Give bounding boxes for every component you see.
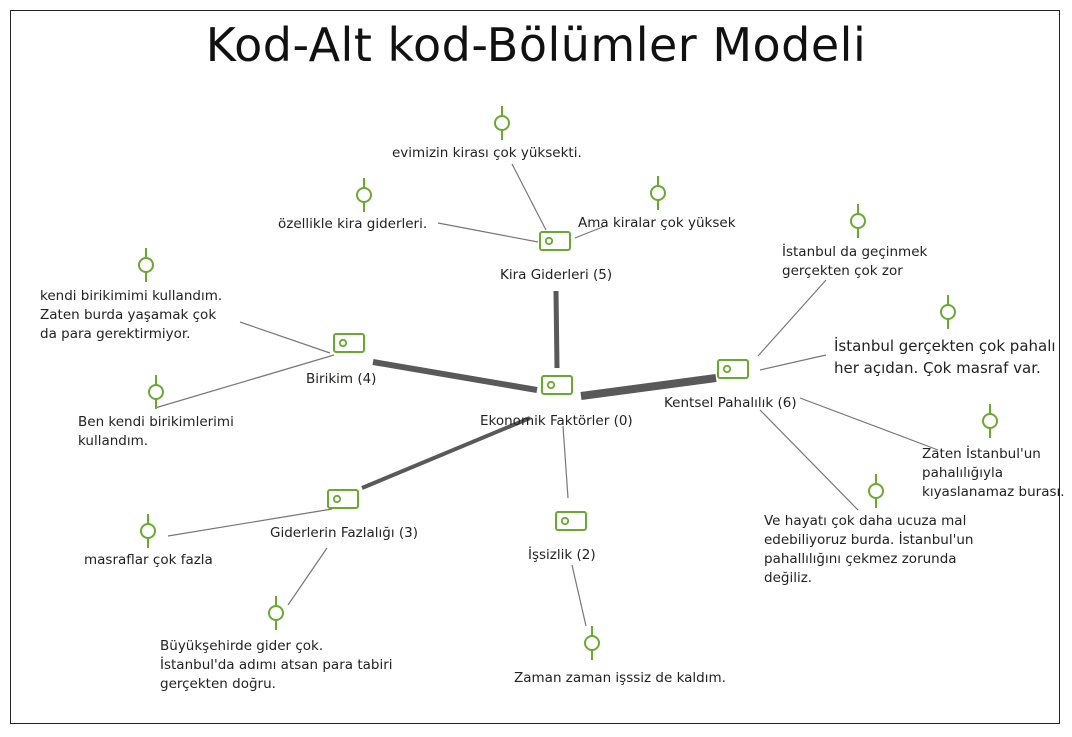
link-giderler-q2	[287, 547, 328, 606]
quote-birikim-2: Ben kendi birikimlerimi kullandım.	[78, 414, 234, 449]
link-kentsel-q1	[757, 279, 827, 357]
code-label-kentsel-pahalilik[interactable]: Kentsel Pahalılık (6)	[664, 395, 797, 411]
quote-giderler-1: masraflar çok fazla	[84, 552, 213, 568]
quote-kentsel-1: İstanbul da geçinmek gerçekten çok zor	[782, 244, 928, 279]
diagram-frame	[10, 10, 1060, 724]
quote-kira-3: Ama kiralar çok yüksek	[578, 215, 736, 231]
diagram-title: Kod-Alt kod-Bölümler Modeli	[205, 18, 867, 72]
quote-links	[154, 163, 939, 627]
code-tag-icon[interactable]	[717, 359, 749, 379]
link-center-issizlik	[562, 425, 569, 499]
quote-kentsel-2: İstanbul gerçekten çok pahalı her açıdan…	[834, 337, 1056, 377]
code-label-kira-giderleri[interactable]: Kira Giderleri (5)	[500, 267, 613, 283]
code-label-ekonomik-faktorler[interactable]: Ekonomik Faktörler (0)	[480, 413, 633, 429]
link-kentsel-q3	[799, 397, 939, 451]
link-center-kira	[553, 290, 560, 369]
link-center-giderler	[361, 416, 531, 490]
code-tag-icon[interactable]	[333, 333, 365, 353]
quote-giderler-2: Büyükşehirde gider çok. İstanbul'da adım…	[160, 638, 393, 692]
code-tag-icon[interactable]	[327, 489, 359, 509]
quotation-icon[interactable]	[940, 295, 956, 329]
code-label-issizlik[interactable]: İşsizlik (2)	[528, 547, 596, 563]
link-kentsel-q4	[759, 409, 859, 511]
link-birikim-q1	[239, 321, 331, 354]
quotation-icon[interactable]	[494, 106, 510, 140]
code-label-giderlerin-fazlaligi[interactable]: Giderlerin Fazlalığı (3)	[270, 525, 418, 541]
quotation-icon[interactable]	[650, 176, 666, 210]
quotation-icon[interactable]	[138, 248, 154, 282]
link-center-kentsel	[580, 374, 717, 400]
quotation-icon[interactable]	[356, 178, 372, 212]
quotation-icon[interactable]	[148, 375, 164, 409]
quotation-icon[interactable]	[868, 474, 884, 508]
link-kira-q1	[511, 163, 547, 231]
quote-kentsel-4: Ve hayatı çok daha ucuza mal edebiliyoru…	[764, 513, 974, 586]
code-tag-icon[interactable]	[541, 375, 573, 395]
code-tag-icon[interactable]	[539, 231, 571, 251]
quote-birikim-1: kendi birikimimi kullandım. Zaten burda …	[40, 288, 223, 342]
quote-kentsel-3: Zaten İstanbul'un pahalılığıyla kıyaslan…	[922, 446, 1065, 500]
quotation-icon[interactable]	[140, 514, 156, 548]
quote-kira-2: özellikle kira giderleri.	[278, 216, 428, 232]
link-birikim-q2	[154, 354, 335, 409]
quote-issizlik-1: Zaman zaman işssiz de kaldım.	[514, 670, 726, 686]
link-giderler-q1	[167, 508, 333, 537]
code-tag-icon[interactable]	[555, 511, 587, 531]
link-kentsel-q2	[759, 354, 827, 371]
quotation-icon[interactable]	[982, 404, 998, 438]
quotation-icon[interactable]	[584, 626, 600, 660]
link-center-birikim	[372, 359, 538, 393]
link-kira-q3	[574, 225, 606, 239]
quotation-icon[interactable]	[268, 596, 284, 630]
code-links	[361, 290, 717, 499]
code-label-birikim[interactable]: Birikim (4)	[306, 371, 377, 387]
quote-kira-1: evimizin kirası çok yüksekti.	[392, 145, 582, 161]
link-kira-q2	[437, 222, 539, 243]
quotation-icon[interactable]	[850, 204, 866, 238]
link-issizlik-q1	[571, 564, 587, 627]
